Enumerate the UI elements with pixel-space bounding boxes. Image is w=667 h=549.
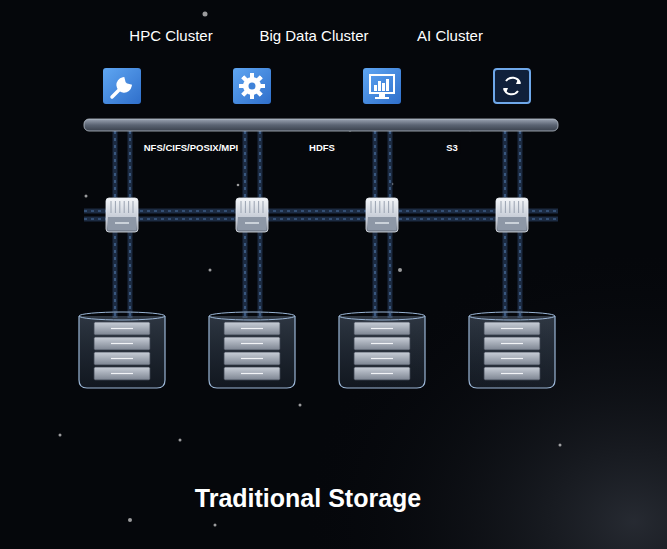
network-switch <box>106 198 138 232</box>
particle-dot <box>559 444 562 447</box>
cluster-bus-bar <box>84 119 558 131</box>
protocol-label: S3 <box>444 141 460 154</box>
cluster-icon <box>363 68 401 104</box>
particle-dot <box>214 524 217 527</box>
protocol-label: NFS/CIFS/POSIX/MPI <box>142 141 241 154</box>
cable-glow <box>84 218 558 219</box>
particle-dot <box>179 439 182 442</box>
cluster-label: Big Data Cluster <box>259 27 368 44</box>
cable-glow <box>84 210 558 211</box>
caption: Traditional Storage <box>195 484 421 513</box>
cluster-label: AI Cluster <box>417 27 483 44</box>
particle-dot <box>398 268 402 272</box>
particle-dot <box>299 404 302 407</box>
cluster-icon <box>103 68 141 104</box>
network-switch <box>236 198 268 232</box>
network-switch <box>496 198 528 232</box>
storage-server <box>339 312 425 388</box>
particle-dot <box>59 434 62 437</box>
storage-server <box>469 312 555 388</box>
cluster-icon <box>233 68 271 104</box>
network-switch <box>366 198 398 232</box>
protocol-label: HDFS <box>307 141 337 154</box>
particle-dot <box>237 184 240 187</box>
storage-server <box>209 312 295 388</box>
particle-dot <box>128 518 132 522</box>
particle-dot <box>85 195 88 198</box>
cluster-label: HPC Cluster <box>129 27 212 44</box>
particle-dot <box>203 12 208 17</box>
cluster-icon <box>494 69 530 103</box>
storage-server <box>79 312 165 388</box>
cable <box>84 209 558 214</box>
cable <box>84 217 558 222</box>
particle-dot <box>209 269 212 272</box>
